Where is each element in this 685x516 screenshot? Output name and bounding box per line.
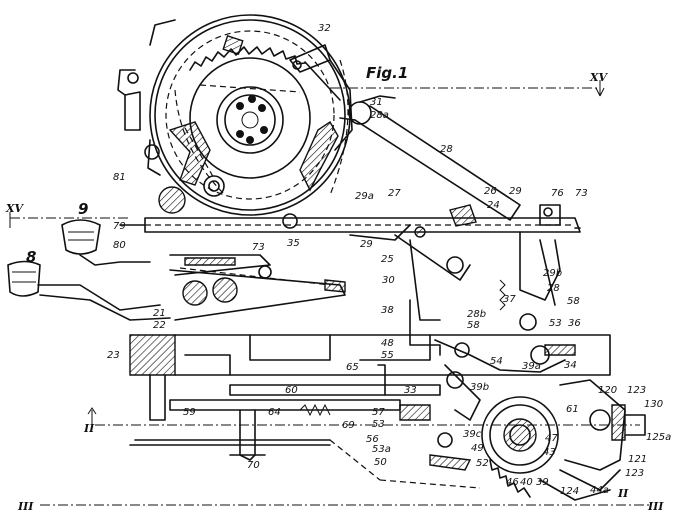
label: 48 xyxy=(381,338,394,349)
label: 76 xyxy=(551,188,564,199)
label: 65 xyxy=(346,362,359,373)
label: 125a xyxy=(646,432,671,443)
label: 121 xyxy=(628,454,647,465)
section-mark-iii-right: III xyxy=(647,500,664,513)
label: 53a xyxy=(372,444,391,455)
label: 31 xyxy=(370,97,383,108)
label: 36 xyxy=(568,318,581,329)
label: 61 xyxy=(566,404,579,415)
label: 35 xyxy=(287,238,300,249)
label: 21 xyxy=(153,308,166,319)
label: 73 xyxy=(252,242,265,253)
label: 22 xyxy=(153,320,166,331)
label: 46 xyxy=(506,477,519,488)
label: 9 xyxy=(78,200,88,218)
label: 29b xyxy=(543,268,562,279)
label: 40 xyxy=(520,477,533,488)
gear-drum-assembly xyxy=(117,14,353,216)
label: 124 xyxy=(560,486,579,497)
lower-base-23 xyxy=(129,334,611,376)
label: 30 xyxy=(382,275,395,286)
label: 32 xyxy=(318,23,331,34)
label: 58 xyxy=(467,320,480,331)
label: 81 xyxy=(113,172,126,183)
label: 70 xyxy=(247,460,260,471)
label: 55 xyxy=(381,350,394,361)
label: 23 xyxy=(107,350,120,361)
label: 57 xyxy=(372,407,385,418)
label: 26 xyxy=(484,186,497,197)
lever-28 xyxy=(339,95,521,221)
label: 54 xyxy=(490,356,503,367)
label: 27 xyxy=(388,188,401,199)
label: 79 xyxy=(113,221,126,232)
label: 28b xyxy=(467,309,486,320)
label: 29 xyxy=(509,186,522,197)
section-mark-xv-left: XV xyxy=(5,202,25,215)
label: 39b xyxy=(470,382,489,393)
label: 58 xyxy=(567,296,580,307)
label: 50 xyxy=(374,457,387,468)
label: 80 xyxy=(113,240,126,251)
label: 52 xyxy=(476,458,489,469)
label: 56 xyxy=(366,434,379,445)
label: 43 xyxy=(543,447,556,458)
label: 123 xyxy=(627,385,646,396)
label: 29 xyxy=(360,239,373,250)
carriage-bar-29 xyxy=(119,204,581,321)
label: 120 xyxy=(598,385,617,396)
label: 39a xyxy=(522,361,541,372)
figure-labels: Fig.1 XV XV II II III III 32 31 28a 28 2… xyxy=(5,23,671,513)
section-lines xyxy=(9,80,650,506)
mechanism-lower xyxy=(129,254,646,501)
section-mark-ii-right: II xyxy=(617,487,629,500)
label: 39c xyxy=(463,429,482,440)
label: 44a xyxy=(590,485,609,496)
label: 38 xyxy=(381,305,394,316)
label: 28 xyxy=(440,144,453,155)
label: 69 xyxy=(342,420,355,431)
label: 64 xyxy=(268,407,281,418)
figure-title: Fig.1 xyxy=(366,64,408,82)
label: 28a xyxy=(370,110,389,121)
label: 39 xyxy=(536,477,549,488)
label: 33 xyxy=(404,385,417,396)
label: 60 xyxy=(285,385,298,396)
label: 123 xyxy=(625,468,644,479)
label: 25 xyxy=(381,254,394,265)
label: 8 xyxy=(26,248,36,266)
label: 29a xyxy=(355,191,374,202)
label: 53 xyxy=(549,318,562,329)
section-mark-ii-left: II xyxy=(83,422,95,435)
section-mark-iii-left: III xyxy=(17,500,34,513)
label: 73 xyxy=(575,188,588,199)
label: 47 xyxy=(545,433,558,444)
label: 24 xyxy=(487,200,500,211)
label: 130 xyxy=(644,399,663,410)
label: 59 xyxy=(183,407,196,418)
label: 34 xyxy=(564,360,577,371)
label: 49 xyxy=(471,443,484,454)
hand-lever-knobs xyxy=(7,219,171,321)
section-mark-xv-right: XV xyxy=(589,71,609,84)
label: 53 xyxy=(372,419,385,430)
label: 28 xyxy=(547,283,560,294)
label: 37 xyxy=(503,294,516,305)
